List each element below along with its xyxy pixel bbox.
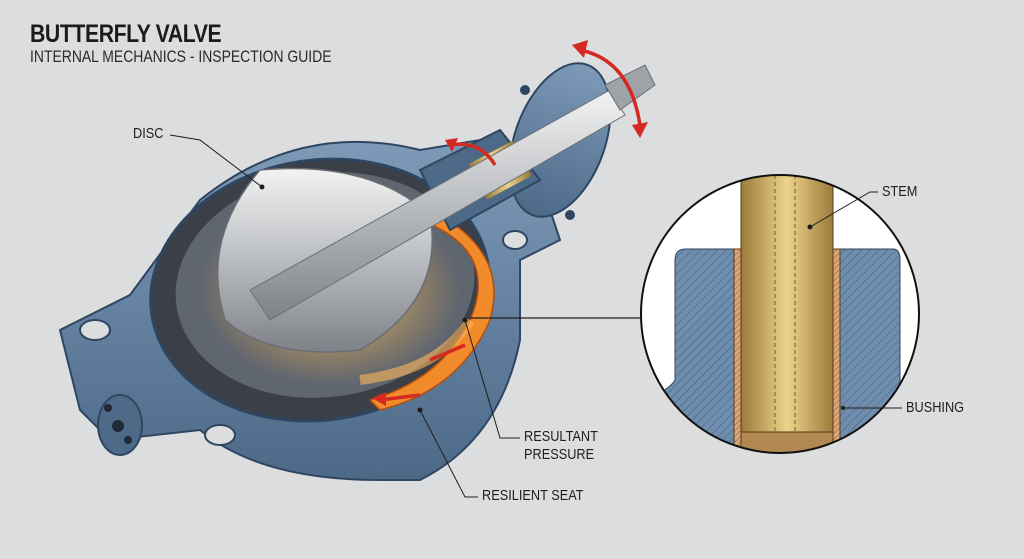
label-stem: STEM [882,183,918,200]
label-bushing: BUSHING [906,399,965,416]
label-disc: DISC [133,125,164,142]
label-resultant-pressure: RESULTANT PRESSURE [524,428,598,464]
label-resultant-pressure-line1: RESULTANT [524,428,598,445]
leader-lines [169,134,902,498]
stem-assembly [249,62,656,321]
page-title: BUTTERFLY VALVE [30,20,222,48]
label-resilient-seat: RESILIENT SEAT [482,487,584,504]
page-subtitle: INTERNAL MECHANICS - INSPECTION GUIDE [30,47,332,66]
detail-magnifier [470,174,920,454]
label-resultant-pressure-line2: PRESSURE [524,446,595,463]
arrow-heads [372,40,648,406]
